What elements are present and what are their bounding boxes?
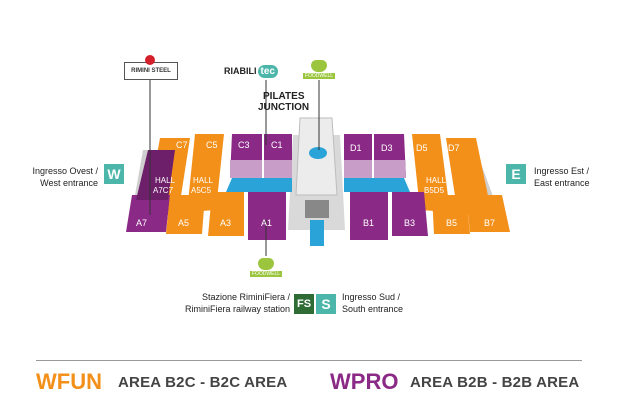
station-line1: Stazione RiminiFiera / [201,292,290,302]
rimini-steel-mark [145,55,155,65]
hall-b7-shape [466,195,510,232]
foodwell-logo-top-text: FOODWELL [302,72,336,79]
hall-a7c7-label-line2: A7C7 [153,186,174,195]
hall-d7-label: D7 [448,143,460,153]
hall-b5-shape [432,195,470,234]
wfun-text: AREA B2C - B2C AREA [118,374,288,391]
station-line2: RiminiFiera railway station [184,304,290,314]
hall-a7-upper [136,150,175,200]
foodwell-logo-bottom: FOODWELL [240,256,292,278]
foodwell-logo-bottom-text: FOODWELL [249,270,283,277]
hall-b5d5-label-line1: HALL [426,176,447,185]
riabilitec-logo-text-right: tec [257,64,278,78]
hall-b5d5-label-line2: B5D5 [424,186,445,195]
east-entrance-line2: East entrance [534,178,590,188]
foodwell-heart-icon-bottom [258,257,274,270]
hall-a5c5-label-line2: A5C5 [191,186,212,195]
riabilitec-logo-text-left: RIABILI [224,66,257,76]
hall-a7c7-label-line1: HALL [155,176,176,185]
east-entrance-line1: Ingresso Est / [534,166,590,176]
rimini-steel-logo-text: RIMINI STEEL [131,68,171,74]
hall-a7-shape [126,195,170,232]
hall-b3-shape [392,192,428,236]
hall-c3-label: C3 [238,140,250,150]
hall-a5c5-label-line1: HALL [193,176,214,185]
hall-c5-label: C5 [206,140,218,150]
hall-d1-label: D1 [350,143,362,153]
legend-divider [36,360,582,361]
hall-a5-label: A5 [178,218,190,228]
hall-b5-label: B5 [446,218,458,228]
riabilitec-logo: RIABILI tec [224,62,278,80]
hall-b1-shape [350,192,388,240]
central-entrance [305,200,329,218]
west-entrance-badge: W [104,164,124,184]
pilates-junction-line2: JUNCTION [258,102,310,113]
hall-c7-label: C7 [176,140,188,150]
legend-footer: WFUN AREA B2C - B2C AREA WPRO AREA B2B -… [0,353,618,412]
hall-d5-label: D5 [416,143,428,153]
hall-d1-base [344,160,372,178]
pilates-junction-line1: PILATES [263,91,305,102]
hall-b3-label: B3 [404,218,416,228]
hall-a1-shape [248,192,286,240]
hall-b7-label: B7 [484,218,496,228]
hall-a7-label: A7 [136,218,148,228]
corridor-left [226,178,292,192]
hall-c3-base [230,160,262,178]
foodwell-logo-top: FOODWELL [293,58,345,80]
west-entrance-line2: West entrance [40,178,98,188]
hall-a1-label: A1 [261,218,273,228]
foodwell-heart-icon [311,59,327,72]
central-dome [309,147,327,159]
south-entrance-badge: S [316,294,336,314]
hall-a5-shape [166,195,205,234]
west-entrance-line1: Ingresso Ovest / [32,166,98,176]
hall-c1-label: C1 [271,140,283,150]
hall-b1-label: B1 [363,218,375,228]
wfun-title: WFUN [36,369,102,394]
central-water [310,220,324,246]
fs-badge: FS [294,294,314,314]
wpro-text: AREA B2B - B2B AREA [410,374,580,391]
south-entrance-line2: South entrance [342,304,404,314]
corridor-right [344,178,410,192]
south-entrance-line1: Ingresso Sud / [342,292,401,302]
fair-map [126,78,510,256]
hall-a3-shape [208,192,244,236]
east-entrance-badge: E [506,164,526,184]
hall-a3-label: A3 [220,218,232,228]
hall-d3-label: D3 [381,143,393,153]
hall-d3-base [374,160,406,178]
wpro-title: WPRO [330,369,399,394]
hall-c1-base [264,160,292,178]
